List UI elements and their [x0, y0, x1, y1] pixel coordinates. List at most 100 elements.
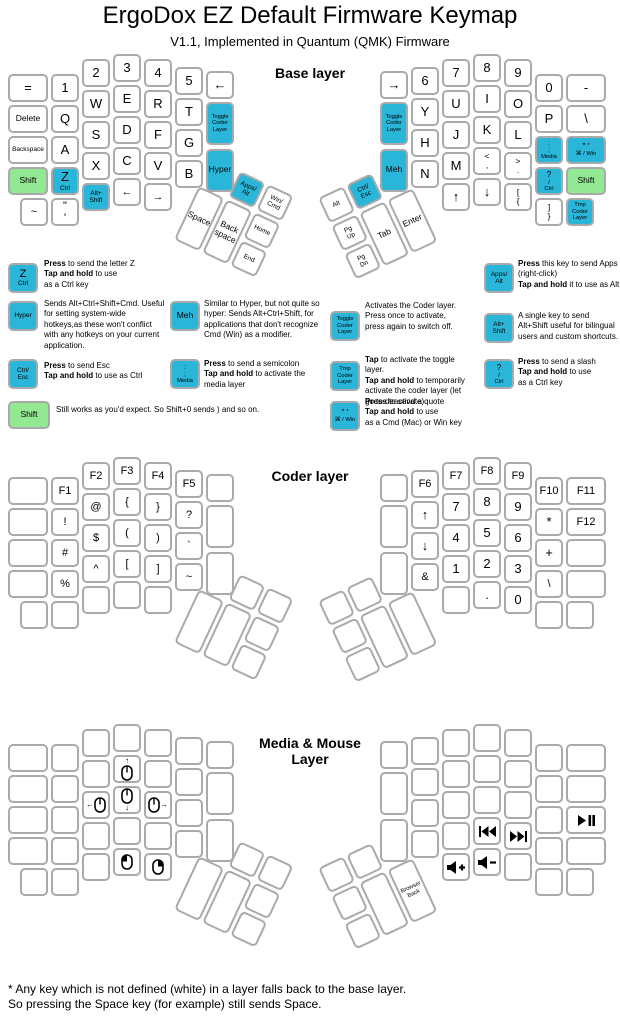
key-label: ~ [185, 570, 193, 583]
key-label: G [183, 134, 195, 150]
key-label: : [184, 363, 186, 371]
key-coder-right-t2 [380, 551, 408, 595]
key-coder-left-r4c3: ^ [82, 555, 110, 583]
key-label: H [420, 134, 430, 150]
key-label: Coder [572, 208, 588, 215]
key-label: Delete [15, 113, 41, 124]
key-base-left-r1c4: 3 [113, 54, 141, 82]
key-base-right-r2c5: O [504, 90, 532, 118]
key-label: Layer [572, 215, 588, 222]
key-label: F12 [576, 515, 596, 528]
key-coder-right-r1c6: F10 [535, 477, 563, 505]
key-base-left-t2: Hyper [206, 148, 234, 192]
key-media-left-r1c1 [8, 744, 48, 772]
key-media-left-r5s4 [113, 848, 141, 876]
key-coder-right-r4c5: 3 [504, 555, 532, 583]
key-label: 9 [514, 498, 522, 514]
key-coder-left-r1c2: F1 [51, 477, 79, 505]
mouse-right-icon: → [148, 797, 168, 813]
key-label: 6 [421, 72, 429, 88]
footnote-line-1: * Any key which is not defined (white) i… [8, 982, 407, 996]
key-base-right-r3c2: H [411, 129, 439, 157]
key-media-left-r3c2 [51, 806, 79, 834]
key-base-left-r1c1: = [8, 74, 48, 102]
key-label: F10 [539, 484, 559, 497]
key-media-right-r3c7 [566, 806, 606, 834]
key-label: X [91, 157, 101, 173]
key-label: \ [584, 110, 588, 126]
key-label: M [450, 157, 462, 173]
key-label: L [514, 126, 522, 142]
key-label: 5 [483, 524, 491, 540]
key-base-right-r4c3: M [442, 152, 470, 180]
key-label: , [485, 160, 489, 170]
key-coder-left-r2c1 [8, 508, 48, 536]
key-media-left-r2c6 [175, 768, 203, 796]
key-media-right-r5s5 [566, 868, 594, 896]
legend-text-hyper: Sends Alt+Ctrl+Shift+Cmd. Useful for set… [44, 299, 165, 350]
key-label: Ctrl/ [17, 366, 29, 374]
key-label: / [548, 178, 550, 186]
key-label: Up [345, 231, 357, 241]
key-base-left-r2c2: Q [51, 105, 79, 133]
media-right-half [380, 724, 606, 904]
legend-key-ctrl-esc: Ctrl/Esc [8, 359, 38, 389]
key-coder-right-r5s5 [566, 601, 594, 629]
key-base-left-r3c2: A [51, 136, 79, 164]
key-label: @ [90, 500, 102, 513]
key-coder-right-r4c6: \ [535, 570, 563, 598]
key-coder-right-r2c3: 7 [442, 493, 470, 521]
key-media-left-r4c5 [144, 822, 172, 850]
volume-down-icon [477, 855, 497, 869]
key-label: P [544, 110, 554, 126]
key-coder-right-r5s1 [442, 586, 470, 614]
key-label: Media [541, 153, 557, 160]
legend-key-quote-win: " '⌘ / Win [330, 401, 360, 431]
key-media-left-r4c3 [82, 822, 110, 850]
key-label: C [122, 152, 132, 168]
key-base-right-r1c4: 8 [473, 54, 501, 82]
key-label: ? [546, 168, 552, 179]
key-label: ↑ [421, 506, 429, 522]
key-label: F11 [576, 484, 596, 497]
key-label: Toggle [211, 113, 229, 120]
key-coder-right-r2c2: ↑ [411, 501, 439, 529]
key-coder-left-r4c4: [ [113, 550, 141, 578]
key-coder-right-t1 [380, 505, 408, 548]
key-label: ` [187, 539, 191, 552]
key-label: * [546, 513, 552, 529]
key-label: ⌘ / Win [334, 417, 356, 424]
key-label: Layer [337, 329, 353, 336]
key-media-right-r4c2 [411, 830, 439, 858]
key-label: U [451, 95, 461, 111]
key-coder-left-r3c3: $ [82, 524, 110, 552]
key-coder-left-r1c3: F2 [82, 462, 110, 490]
key-base-left-r5s4: ← [113, 178, 141, 206]
key-label: " ' [582, 141, 590, 152]
key-label: / [498, 371, 500, 379]
key-label: → [387, 76, 401, 92]
key-label: ] [156, 562, 160, 575]
key-label: Toggle [336, 316, 354, 323]
key-coder-right-r5s3: 0 [504, 586, 532, 614]
key-label: D [122, 121, 132, 137]
key-coder-left-r5s2 [51, 601, 79, 629]
key-base-left-r4c6: B [175, 160, 203, 188]
key-base-right-r3c3: J [442, 121, 470, 149]
key-label: 2 [92, 64, 100, 80]
mouse-left-button-icon [121, 854, 133, 870]
key-base-left-r3c4: D [113, 116, 141, 144]
key-label: Shift [20, 409, 38, 420]
key-label: 4 [154, 64, 162, 80]
key-label: ⌘ / Win [575, 151, 597, 158]
key-label: Coder [212, 120, 228, 127]
key-label: Ctrl [494, 379, 504, 386]
key-label: ~ [30, 205, 38, 218]
